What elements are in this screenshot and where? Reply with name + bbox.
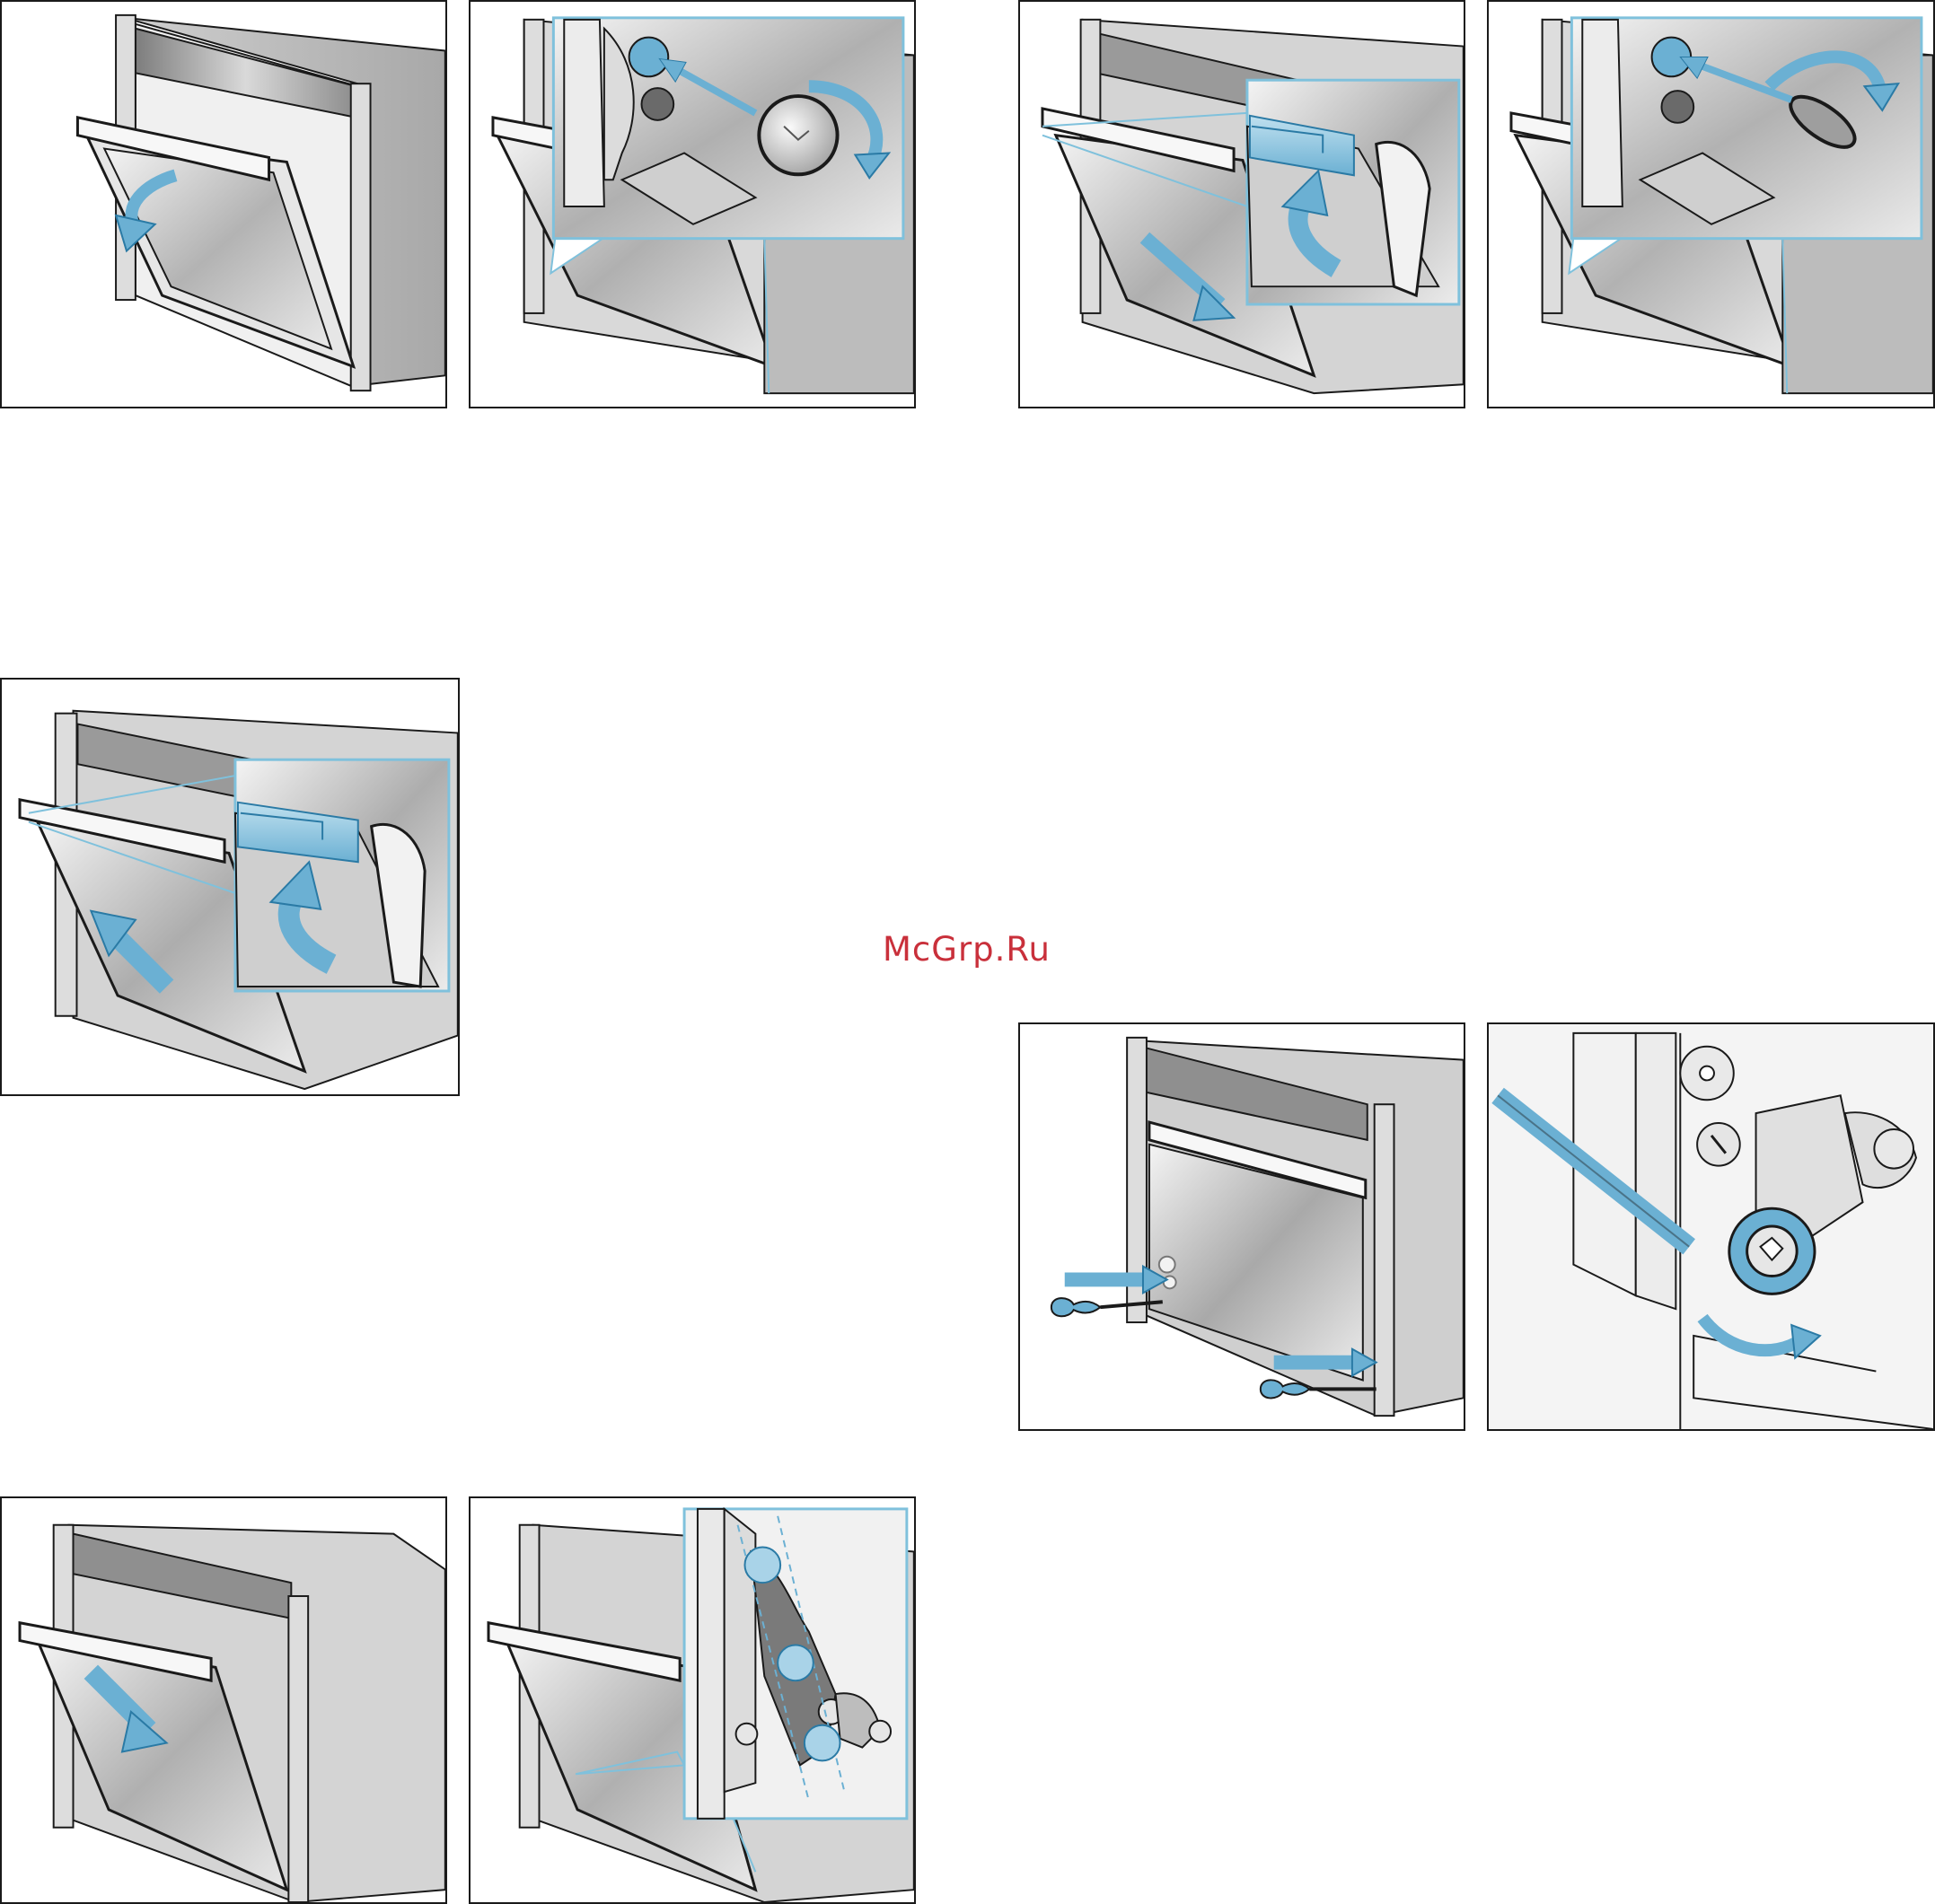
hinge-marker-icon <box>744 1548 780 1584</box>
step-lift-door-lever-panel <box>1018 0 1465 408</box>
hinge-cover-rotate-illustration <box>471 2 914 407</box>
hinge-marker-icon <box>778 1645 814 1681</box>
step-turn-hinge-screw-panel <box>1487 1022 1935 1431</box>
step-close-door-panel <box>0 1496 447 1904</box>
hinge-cover-remove-illustration <box>1489 2 1933 407</box>
oven-open-door-illustration <box>2 2 445 407</box>
step-push-door-lever-panel <box>0 678 460 1096</box>
door-lever-lift-illustration <box>1020 2 1464 407</box>
hinge-align-illustration <box>471 1498 914 1902</box>
door-lever-push-illustration <box>2 680 458 1094</box>
step-open-door-panel <box>0 0 447 408</box>
screwdriver-icon <box>1051 1298 1101 1316</box>
hinge-socket-icon <box>629 38 669 77</box>
hinge-screw-turn-illustration <box>1489 1024 1933 1429</box>
oven-close-door-illustration <box>2 1498 445 1902</box>
step-turn-hinge-cover-panel <box>469 0 916 408</box>
screwdriver-insert-illustration <box>1020 1024 1464 1429</box>
step-remove-hinge-cover-panel <box>1487 0 1935 408</box>
hinge-marker-icon <box>805 1725 840 1761</box>
step-insert-screwdrivers-panel <box>1018 1022 1465 1431</box>
step-align-hinge-panel <box>469 1496 916 1904</box>
hinge-cover-icon <box>759 96 837 174</box>
watermark-text: McGrp.Ru <box>883 930 1051 969</box>
